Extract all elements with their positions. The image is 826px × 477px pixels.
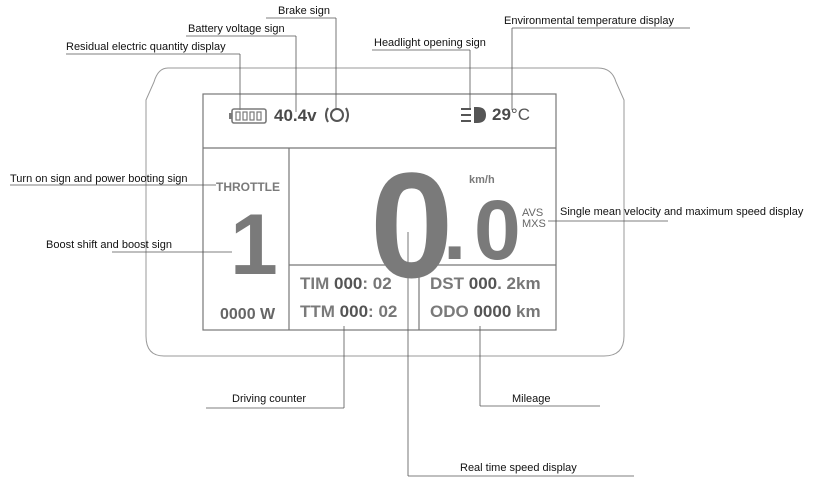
callout-turn-on-sign: Turn on sign and power booting sign [10, 173, 188, 185]
callout-battery-voltage: Battery voltage sign [188, 23, 285, 35]
device-casing [145, 67, 625, 357]
dst-label: DST [430, 274, 464, 293]
callout-residual-quantity: Residual electric quantity display [66, 41, 226, 53]
odo-label: ODO [430, 302, 469, 321]
callout-single-mean-velocity: Single mean velocity and maximum speed d… [560, 206, 804, 218]
speed-decimal-point: . [443, 183, 467, 277]
callout-driving-counter: Driving counter [232, 393, 306, 405]
odo-row: ODO 0000 km [430, 302, 541, 322]
mxs-label: MXS [522, 218, 546, 230]
ttm-label: TTM [300, 302, 335, 321]
speed-unit: km/h [469, 174, 495, 186]
odo-value: 0000 [473, 302, 512, 321]
tim-value: 000 [334, 274, 363, 293]
dst-row: DST 000. 2km [430, 274, 541, 294]
ttm-row: TTM 000: 02 [300, 302, 397, 322]
callout-environmental-temperature: Environmental temperature display [504, 15, 674, 27]
callout-brake-sign: Brake sign [278, 5, 330, 17]
avs-label: AVS [522, 207, 544, 219]
battery-icon [229, 108, 267, 124]
temperature-value: 29 [492, 105, 511, 124]
callout-boost-shift: Boost shift and boost sign [46, 239, 172, 251]
ttm-value: 000 [339, 302, 369, 321]
tim-seconds: 02 [372, 274, 392, 293]
screen-frame [202, 93, 557, 331]
ttm-seconds: 02 [378, 302, 398, 321]
headlight-icon [461, 107, 486, 123]
boost-gear: 1 [230, 197, 278, 293]
tim-row: TIM 000: 02 [300, 274, 392, 294]
temperature-unit: °C [510, 105, 530, 124]
brake-icon [325, 107, 349, 123]
temperature-display: 29°C [492, 105, 530, 125]
callout-mileage: Mileage [512, 393, 551, 405]
tim-label: TIM [300, 274, 330, 293]
battery-voltage: 40.4v [274, 106, 317, 125]
boost-power: 0000 W [220, 306, 276, 323]
speed-decimal: 0 [474, 183, 521, 277]
speed-integer: 0 [370, 141, 453, 309]
dst-decimal: . 2km [497, 274, 541, 293]
dst-value: 000 [468, 274, 498, 293]
tim-separator: : [362, 274, 369, 293]
throttle-sign: THROTTLE [216, 180, 280, 194]
odo-unit: km [516, 302, 541, 321]
callout-real-time-speed: Real time speed display [460, 462, 577, 474]
ttm-separator: : [368, 302, 374, 321]
callout-headlight: Headlight opening sign [374, 37, 486, 49]
